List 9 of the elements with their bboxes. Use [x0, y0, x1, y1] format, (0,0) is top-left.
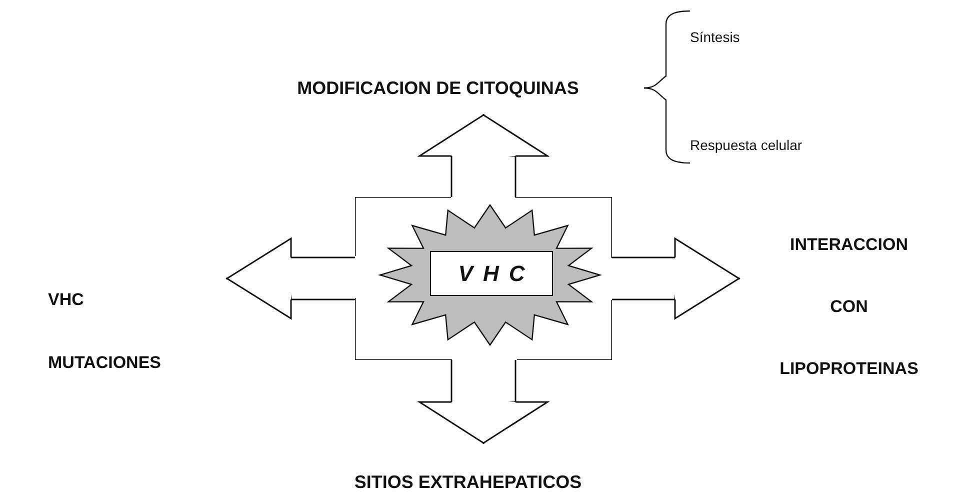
node-label: Síntesis	[690, 28, 740, 47]
node-label: Respuesta celular	[690, 136, 802, 155]
brace	[644, 87, 690, 164]
node-label: VHC	[48, 289, 84, 311]
node-label: MODIFICACION DE CITOQUINAS	[297, 77, 579, 100]
vhc-label: VHC	[430, 251, 553, 296]
node-label: MUTACIONES	[48, 352, 162, 374]
node-label: SITIOS EXTRAHEPATICOS	[354, 471, 582, 494]
node-label: INTERACCION CON LIPOPROTEINAS	[778, 234, 920, 380]
